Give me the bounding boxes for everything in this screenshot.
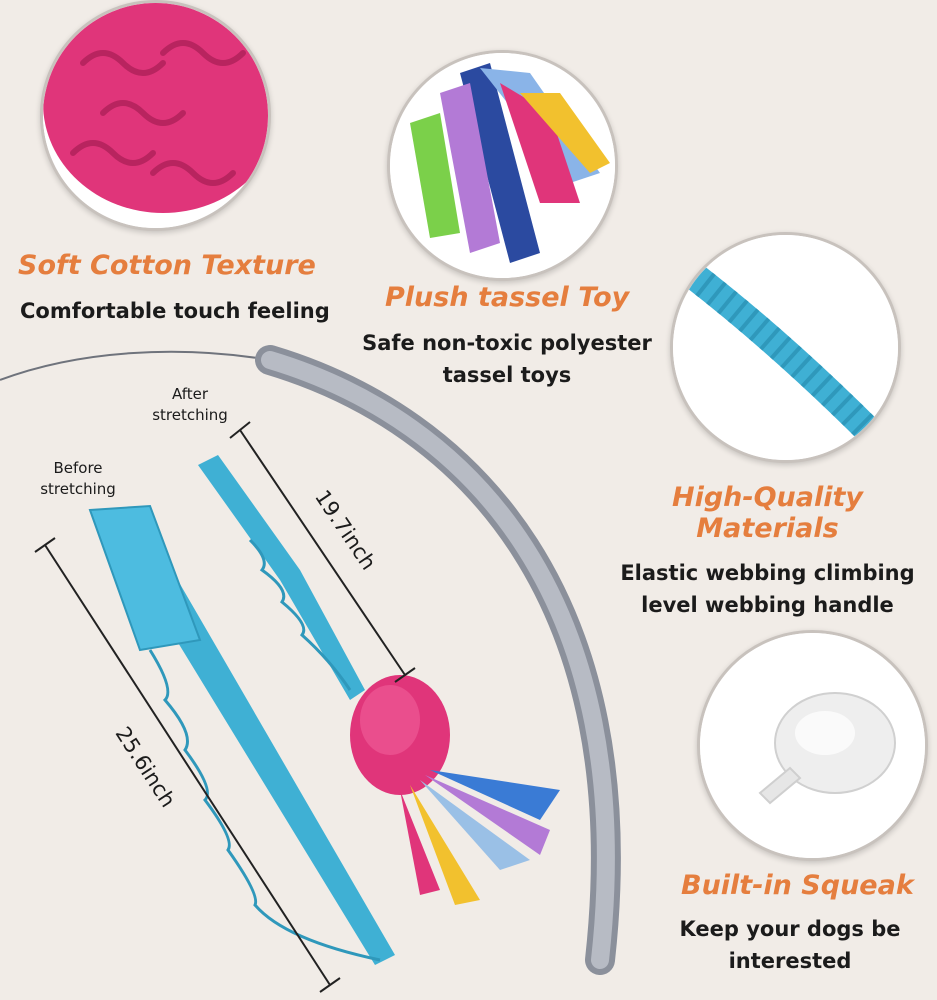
label-before-line-2: stretching — [40, 480, 116, 498]
label-after-line-2: stretching — [152, 406, 228, 424]
label-after-stretching: After stretching — [140, 384, 240, 426]
chenille-closeup-image — [40, 0, 271, 231]
feature-title-high-quality: High-Quality Materials — [640, 482, 895, 544]
feature-desc-high-quality-line-1: Elastic webbing climbing — [620, 561, 915, 585]
feature-desc-squeak-line-2: interested — [728, 948, 852, 973]
tassel-closeup-image — [387, 50, 618, 281]
feature-desc-squeak: Keep your dogs be interested — [665, 914, 915, 977]
feature-desc-plush-tassel-line-2: tassel toys — [442, 362, 572, 387]
feature-title-high-quality-line-2: Materials — [696, 513, 839, 545]
label-before-line-1: Before — [53, 459, 103, 477]
feature-title-squeak: Built-in Squeak — [681, 870, 914, 901]
bungee-closeup-image — [670, 232, 901, 463]
measure-line-after — [239, 429, 406, 676]
label-before-stretching: Before stretching — [28, 458, 128, 500]
squeaker-image — [697, 630, 928, 861]
feature-title-high-quality-line-1: High-Quality — [671, 482, 864, 513]
feature-desc-plush-tassel-line-1: Safe non-toxic polyester — [362, 331, 652, 355]
strap-after — [198, 455, 365, 700]
feature-title-plush-tassel: Plush tassel Toy — [385, 282, 630, 313]
feature-desc-soft-cotton: Comfortable touch feeling — [20, 299, 330, 323]
feature-desc-high-quality-line-2: level webbing handle — [641, 592, 894, 617]
feature-desc-high-quality: Elastic webbing climbing level webbing h… — [615, 558, 920, 621]
pole-string — [0, 350, 271, 381]
measure-line-before — [44, 544, 331, 986]
feature-desc-plush-tassel: Safe non-toxic polyester tassel toys — [357, 328, 657, 391]
label-after-line-1: After — [171, 385, 209, 403]
feature-desc-squeak-line-1: Keep your dogs be — [679, 917, 901, 941]
feature-title-soft-cotton: Soft Cotton Texture — [18, 250, 316, 281]
tassels — [400, 770, 560, 905]
